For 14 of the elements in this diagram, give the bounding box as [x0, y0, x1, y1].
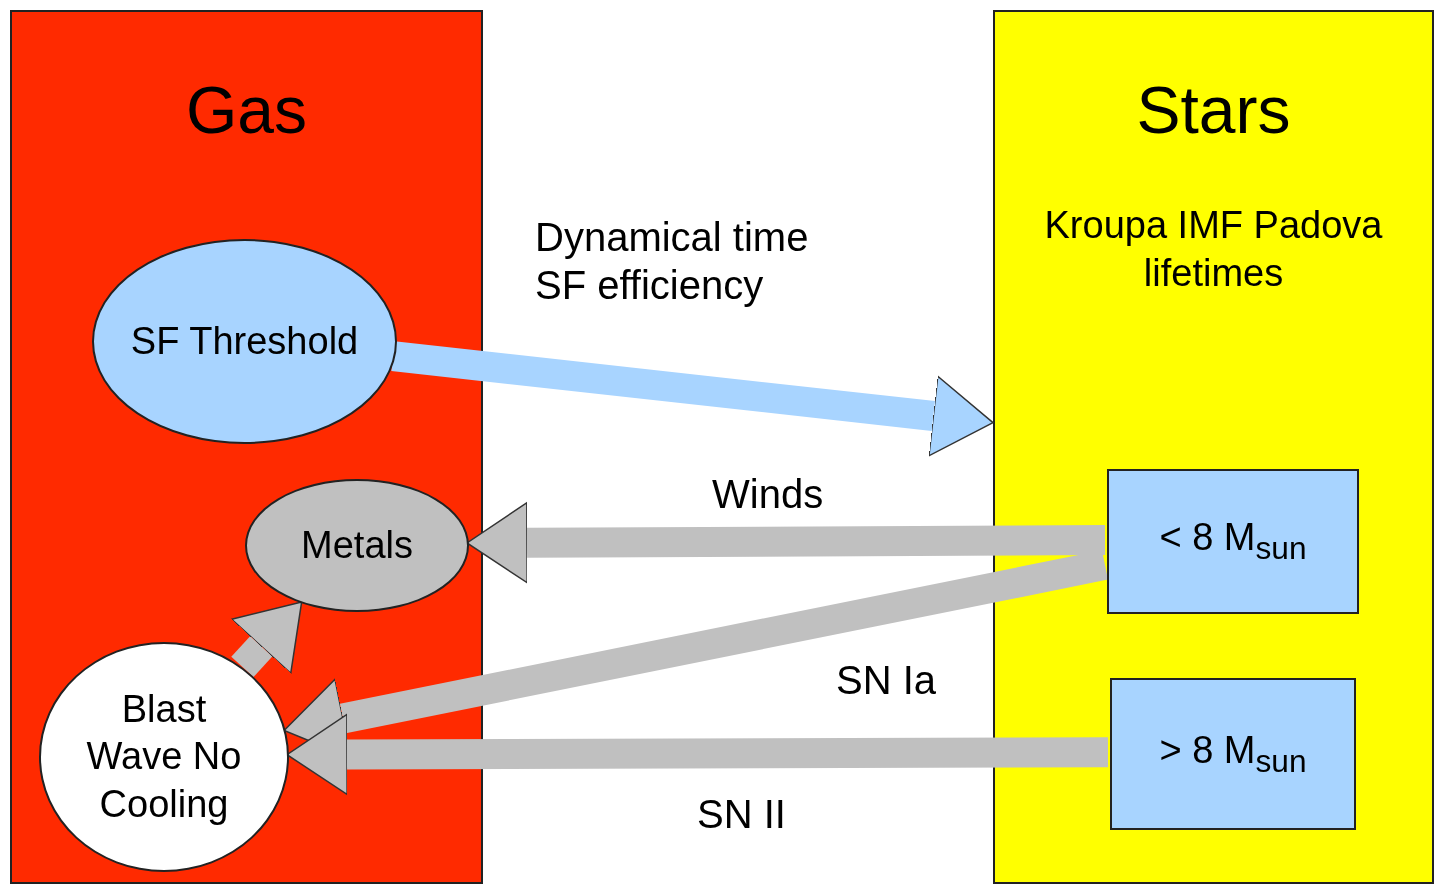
- stars-panel: [993, 10, 1434, 884]
- gas-panel: [10, 10, 483, 884]
- node-label: > 8 M$_{sun}$: [1159, 727, 1307, 781]
- node-label: SF Threshold: [130, 318, 359, 364]
- node-label: < 8 M$_{sun}$: [1159, 515, 1307, 568]
- block-arrow: [230, 601, 303, 678]
- panel-title: Stars: [1135, 72, 1292, 148]
- node-label: Blast Wave No Cooling: [85, 686, 243, 827]
- node-label: Metals: [301, 522, 413, 568]
- process-box: [1107, 469, 1359, 614]
- panel-text: Kroupa IMF Padova lifetimes: [1043, 203, 1384, 296]
- process-box: [1110, 678, 1356, 830]
- block-arrow: [391, 341, 994, 457]
- panel-title: Gas: [184, 72, 308, 148]
